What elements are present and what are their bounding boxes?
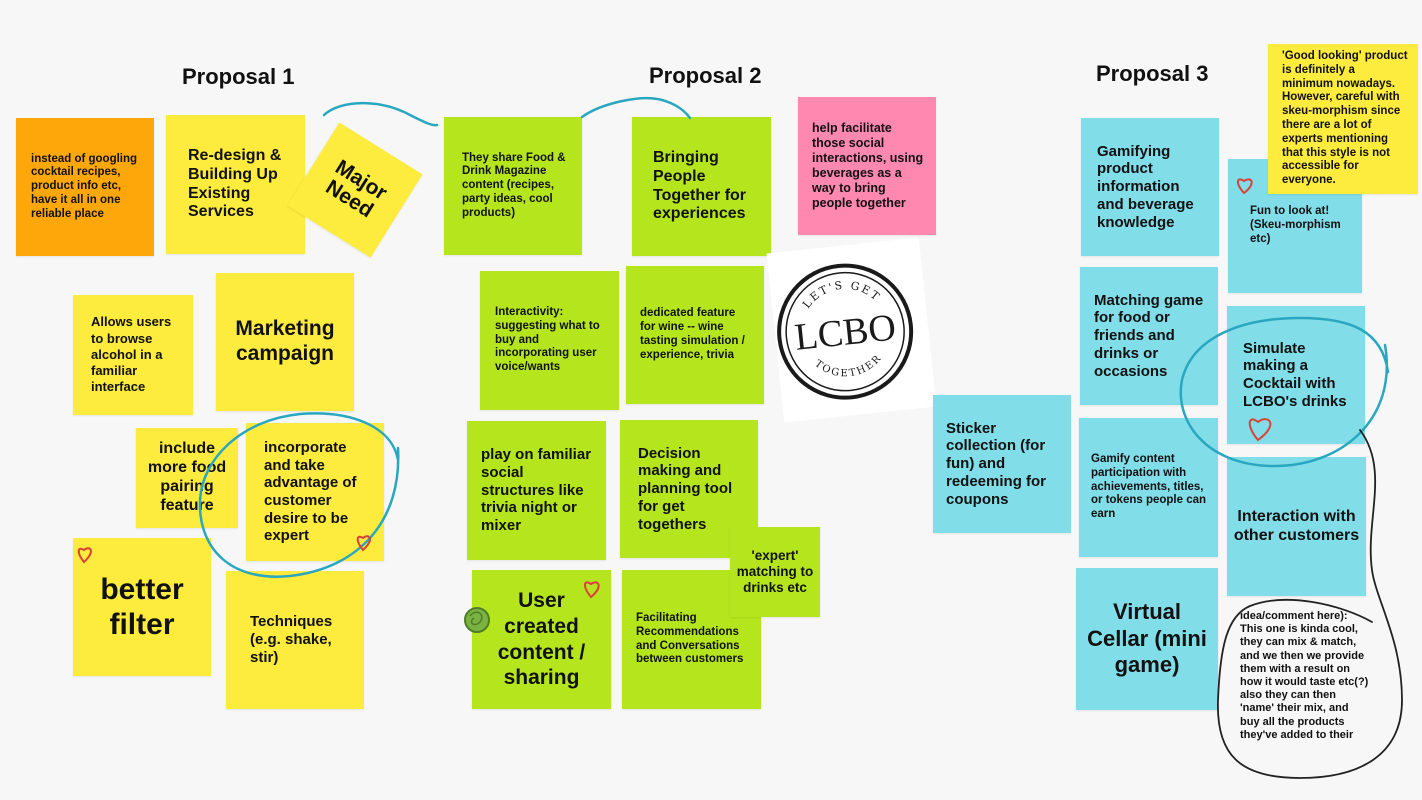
sticky-note-expert[interactable]: incorporate and take advantage of custom… [246, 423, 384, 561]
lcbo-logo: LET'S GET LCBO TOGETHER [777, 263, 914, 400]
sticky-note-facilitate[interactable]: help facilitate those social interaction… [798, 97, 936, 235]
handwritten-comment: idea/comment here): This one is kinda co… [1240, 610, 1369, 741]
sticky-note-decision[interactable]: Decision making and planning tool for ge… [620, 420, 758, 558]
sticky-note-wine[interactable]: dedicated feature for wine -- wine tasti… [626, 266, 764, 404]
sticky-note-expert-matching[interactable]: 'expert' matching to drinks etc [730, 527, 820, 617]
teal-squiggle-left [322, 101, 439, 127]
teal-squiggle-right [580, 96, 692, 120]
sticky-note-redesign[interactable]: Re-design & Building Up Existing Service… [166, 115, 305, 254]
lcbo-logo-sticker: LET'S GET LCBO TOGETHER [766, 237, 937, 423]
sticky-note-better-filter[interactable]: better filter [73, 538, 211, 676]
sticky-note-bringing-people[interactable]: Bringing People Together for experiences [632, 117, 771, 256]
sticky-note-good-looking[interactable]: 'Good looking' product is definitely a m… [1268, 44, 1418, 194]
sticky-note-browse[interactable]: Allows users to browse alcohol in a fami… [73, 295, 193, 415]
sticky-note-techniques[interactable]: Techniques (e.g. shake, stir) [226, 571, 364, 709]
sticky-note-food-pairing[interactable]: include more food pairing feature [136, 428, 238, 528]
proposal-2-title: Proposal 2 [649, 63, 762, 88]
sticky-note-gamifying[interactable]: Gamifying product information and bevera… [1081, 118, 1219, 256]
sticky-note-sticker[interactable]: Sticker collection (for fun) and redeemi… [933, 395, 1071, 533]
sticky-note-interactivity[interactable]: Interactivity: suggesting what to buy an… [480, 271, 619, 410]
sticky-note-food-drink[interactable]: They share Food & Drink Magazine content… [444, 117, 582, 255]
sticky-note-gamify-content[interactable]: Gamify content participation with achiev… [1079, 418, 1218, 557]
sticky-note-user-content[interactable]: User created content / sharing [472, 570, 611, 709]
sticky-note-major-need[interactable]: Major Need [287, 122, 423, 258]
sticky-note-googling[interactable]: instead of googling cocktail recipes, pr… [16, 118, 154, 256]
sticky-note-simulate[interactable]: Simulate making a Cocktail with LCBO's d… [1227, 306, 1365, 444]
sticky-note-interaction[interactable]: Interaction with other customers [1227, 457, 1366, 596]
proposal-1-title: Proposal 1 [182, 64, 295, 89]
proposal-3-title: Proposal 3 [1096, 61, 1209, 86]
sticky-note-matching-game[interactable]: Matching game for food or friends and dr… [1080, 267, 1218, 405]
sticky-note-marketing[interactable]: Marketing campaign [216, 273, 354, 411]
sticky-note-virtual-cellar[interactable]: Virtual Cellar (mini game) [1076, 568, 1218, 710]
sticky-note-social-structures[interactable]: play on familiar social structures like … [467, 421, 606, 560]
